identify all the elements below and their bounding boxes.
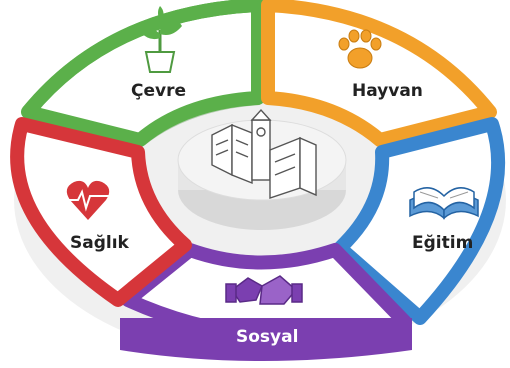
label-sosyal: Sosyal [236,327,298,347]
segment-saglik [10,117,192,307]
plant-icon [140,6,182,73]
segment-hayvan [261,0,497,147]
paw-icon [338,29,382,69]
label-hayvan: Hayvan [352,81,423,101]
school-building-icon [211,108,317,199]
label-egitim: Eğitim [412,233,473,253]
book-icon [409,187,479,220]
segment-egitim [333,117,505,325]
heart-icon [66,180,110,220]
segment-cevre [21,0,265,147]
label-cevre: Çevre [131,81,186,101]
label-saglik: Sağlık [70,233,130,253]
handshake-icon [225,275,303,305]
